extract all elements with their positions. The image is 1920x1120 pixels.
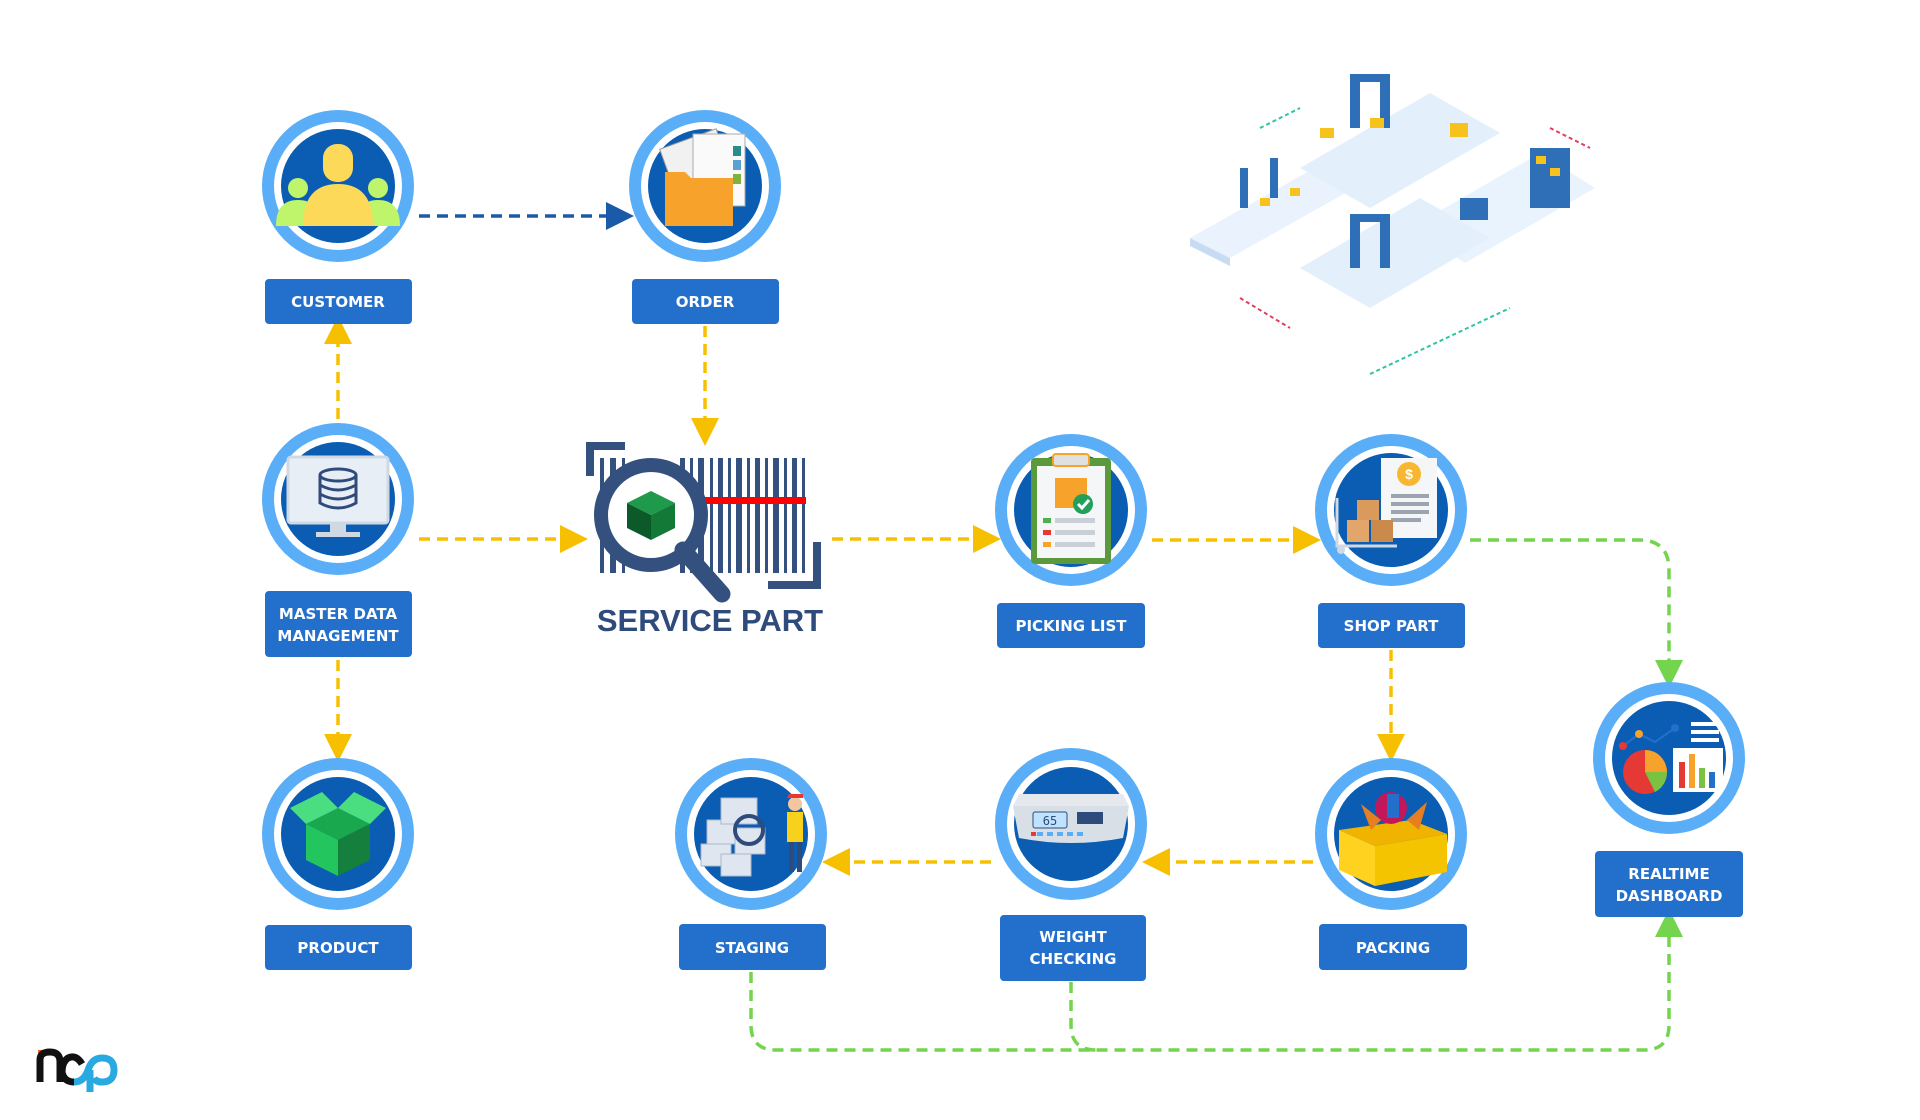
factory-illustration xyxy=(1190,74,1595,375)
product-label: PRODUCT xyxy=(297,939,379,957)
master-data-label-line2: MANAGEMENT xyxy=(277,627,399,645)
order-label: ORDER xyxy=(676,293,735,311)
database-monitor-icon xyxy=(262,423,414,575)
node-service-part[interactable]: SERVICE PART xyxy=(586,442,823,638)
scale-icon: 65 xyxy=(995,748,1147,900)
packing-box-icon xyxy=(1315,758,1467,910)
service-part-label: SERVICE PART xyxy=(597,603,823,638)
node-weight-checking[interactable]: 65 WEIGHT CHECKING xyxy=(995,748,1147,981)
dashboard-label-line1: REALTIME xyxy=(1628,865,1709,883)
customers-icon xyxy=(262,110,414,262)
arrow-staging-to-dashboard xyxy=(749,909,1683,1052)
node-shop-part[interactable]: $ SHOP PART xyxy=(1315,434,1467,648)
shop-part-label: SHOP PART xyxy=(1344,617,1439,635)
staging-worker-icon xyxy=(675,758,827,910)
ncp-logo xyxy=(36,1048,118,1092)
documents-folder-icon xyxy=(629,110,781,262)
node-staging[interactable]: STAGING xyxy=(675,758,827,970)
clipboard-check-icon xyxy=(995,434,1147,586)
node-realtime-dashboard[interactable]: REALTIME DASHBOARD xyxy=(1593,682,1745,917)
arrow-weight-to-dashboard xyxy=(1069,982,1097,1052)
customer-label: CUSTOMER xyxy=(291,293,385,311)
node-order[interactable]: ORDER xyxy=(629,110,781,324)
staging-label: STAGING xyxy=(715,939,789,957)
svg-text:$: $ xyxy=(1405,466,1413,482)
invoice-boxes-icon: $ xyxy=(1315,434,1467,586)
master-data-label-line1: MASTER DATA xyxy=(279,605,398,623)
node-customer[interactable]: CUSTOMER xyxy=(262,110,414,324)
open-box-icon xyxy=(262,758,414,910)
node-picking-list[interactable]: PICKING LIST xyxy=(995,434,1147,648)
scale-reading: 65 xyxy=(1043,814,1057,828)
picking-list-label: PICKING LIST xyxy=(1015,617,1127,635)
weight-label-line1: WEIGHT xyxy=(1039,928,1107,946)
weight-label-line2: CHECKING xyxy=(1030,950,1117,968)
connectors xyxy=(324,202,1683,1052)
packing-label: PACKING xyxy=(1356,939,1430,957)
barcode-magnifier-icon xyxy=(586,442,821,603)
node-product[interactable]: PRODUCT xyxy=(262,758,414,970)
node-packing[interactable]: PACKING xyxy=(1315,758,1467,970)
node-master-data-management[interactable]: MASTER DATA MANAGEMENT xyxy=(262,423,414,657)
arrow-shop-part-to-dashboard xyxy=(1470,538,1683,688)
dashboard-label-line2: DASHBOARD xyxy=(1616,887,1723,905)
charts-icon xyxy=(1593,682,1745,834)
